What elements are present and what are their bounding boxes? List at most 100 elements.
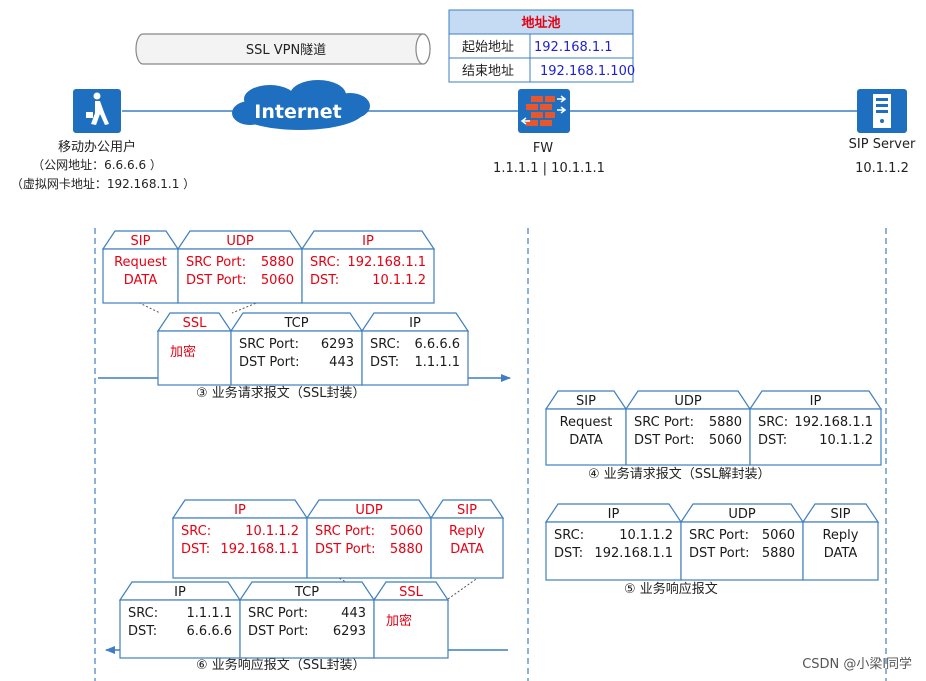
watermark: CSDN @小梁l同学 — [802, 656, 912, 672]
p6-inner-udp-key1: SRC Port: — [315, 524, 375, 539]
p6-outer-tcp-value1: 443 — [341, 606, 366, 621]
p4-sip-line2: DATA — [569, 433, 603, 448]
p6-inner-udp-title: UDP — [355, 503, 383, 518]
p3-inner-udp-value2: 5060 — [261, 273, 294, 288]
p3-inner-udp-key1: SRC Port: — [186, 255, 246, 270]
p5-udp-value2: 5880 — [762, 546, 795, 561]
p6-inner-udp-value1: 5060 — [390, 524, 423, 539]
firewall-icon — [518, 89, 570, 133]
p4-udp-value2: 5060 — [709, 433, 742, 448]
p3-outer-tcp-value1: 6293 — [321, 337, 354, 352]
p4-ip-key2: DST: — [758, 433, 787, 448]
pool-start-label: 起始地址 — [462, 40, 514, 55]
p4-udp-key2: DST Port: — [634, 433, 695, 448]
p5-udp-value1: 5060 — [762, 528, 795, 543]
p5-ip-value2: 192.168.1.1 — [594, 546, 673, 561]
p3-inner-sip-title: SIP — [131, 234, 151, 249]
p3-inner-ip-key2: DST: — [310, 273, 339, 288]
p3-inner-udp-title: UDP — [226, 234, 254, 249]
p6-outer-ssl-body: 加密 — [386, 613, 412, 629]
p4-ip-title: IP — [810, 394, 822, 409]
fw-address: 1.1.1.1 | 10.1.1.1 — [493, 161, 605, 176]
p6-inner-udp-value2: 5880 — [390, 542, 423, 557]
p6-outer-ip-title: IP — [174, 585, 186, 600]
p5-udp-title: UDP — [728, 507, 756, 522]
step3-label: ③ 业务请求报文（SSL封装） — [196, 385, 366, 401]
mobile-user-virtual-address: （虚拟网卡地址：192.168.1.1 ） — [11, 177, 195, 191]
p3-outer-ip-value1: 6.6.6.6 — [415, 337, 460, 352]
tunnel-label: SSL VPN隧道 — [246, 42, 326, 58]
p4-udp-key1: SRC Port: — [634, 415, 694, 430]
mobile-user-name: 移动办公用户 — [58, 139, 136, 155]
p3-inner-udp-value1: 5880 — [261, 255, 294, 270]
p6-outer-tcp-title: TCP — [294, 585, 319, 600]
p3-outer-ip-value2: 1.1.1.1 — [415, 355, 460, 370]
p4-udp-title: UDP — [674, 394, 702, 409]
p6-inner-ip-value1: 10.1.1.2 — [245, 524, 299, 539]
sip-server-address: 10.1.1.2 — [855, 161, 909, 176]
p3-inner-udp-key2: DST Port: — [186, 273, 247, 288]
p5-ip-key2: DST: — [554, 546, 583, 561]
p3-inner-sip-line1: Request — [114, 255, 167, 270]
p3-inner-sip-line2: DATA — [124, 273, 158, 288]
sip-server-name: SIP Server — [849, 137, 916, 152]
ssl-vpn-tunnel: SSL VPN隧道 — [135, 33, 431, 65]
p6-inner-sip-line1: Reply — [449, 524, 485, 539]
p6-inner-sip-line2: DATA — [450, 542, 484, 557]
p6-outer-tcp-value2: 6293 — [333, 624, 366, 639]
p4-udp-value1: 5880 — [709, 415, 742, 430]
p3-inner-ip-value1: 192.168.1.1 — [347, 255, 426, 270]
p6-outer-ip-key1: SRC: — [128, 606, 158, 621]
step4-label: ④ 业务请求报文（SSL解封装） — [588, 466, 771, 482]
p5-sip-line1: Reply — [822, 528, 858, 543]
p3-outer-ssl-title: SSL — [183, 316, 208, 331]
p6-inner-ip-key1: SRC: — [181, 524, 211, 539]
p3-inner-ip-key1: SRC: — [310, 255, 340, 270]
p4-sip-title: SIP — [576, 394, 596, 409]
p4-ip-value2: 10.1.1.2 — [819, 433, 873, 448]
p6-inner-ip-value2: 192.168.1.1 — [220, 542, 299, 557]
p5-sip-title: SIP — [831, 507, 851, 522]
pool-end-value: 192.168.1.100 — [540, 64, 635, 79]
sip-server-icon — [857, 89, 907, 133]
p6-inner-sip-title: SIP — [457, 503, 477, 518]
fw-name: FW — [533, 141, 553, 156]
internet-label: Internet — [254, 101, 341, 123]
p5-udp-key1: SRC Port: — [689, 528, 749, 543]
address-pool-title: 地址池 — [521, 15, 560, 31]
p3-inner-ip-title: IP — [362, 234, 374, 249]
mobile-user-public-address: （公网地址：6.6.6.6 ） — [32, 158, 162, 172]
p6-outer-ip-value2: 6.6.6.6 — [187, 624, 232, 639]
p4-ip-key1: SRC: — [758, 415, 788, 430]
pool-end-label: 结束地址 — [462, 64, 514, 79]
p3-outer-tcp-key1: SRC Port: — [239, 337, 299, 352]
p6-outer-ip-value1: 1.1.1.1 — [187, 606, 232, 621]
address-pool-table: 地址池 起始地址 192.168.1.1 结束地址 192.168.1.100 — [448, 9, 635, 83]
p5-ip-title: IP — [608, 507, 620, 522]
p6-outer-tcp-key2: DST Port: — [248, 624, 309, 639]
p3-outer-ssl: SSL 加密 — [156, 312, 233, 386]
p3-outer-ip-key2: DST: — [370, 355, 399, 370]
p5-ip-value1: 10.1.1.2 — [619, 528, 673, 543]
internet-cloud-icon: Internet — [232, 80, 370, 130]
p6-outer-ssl-title: SSL — [399, 585, 424, 600]
p3-outer-ssl-body: 加密 — [170, 344, 196, 360]
p6-inner-udp-key2: DST Port: — [315, 542, 376, 557]
p6-inner-ip-title: IP — [234, 503, 246, 518]
step6-label: ⑥ 业务响应报文（SSL封装） — [196, 657, 366, 673]
p6-outer-ssl: SSL 加密 — [372, 581, 450, 659]
